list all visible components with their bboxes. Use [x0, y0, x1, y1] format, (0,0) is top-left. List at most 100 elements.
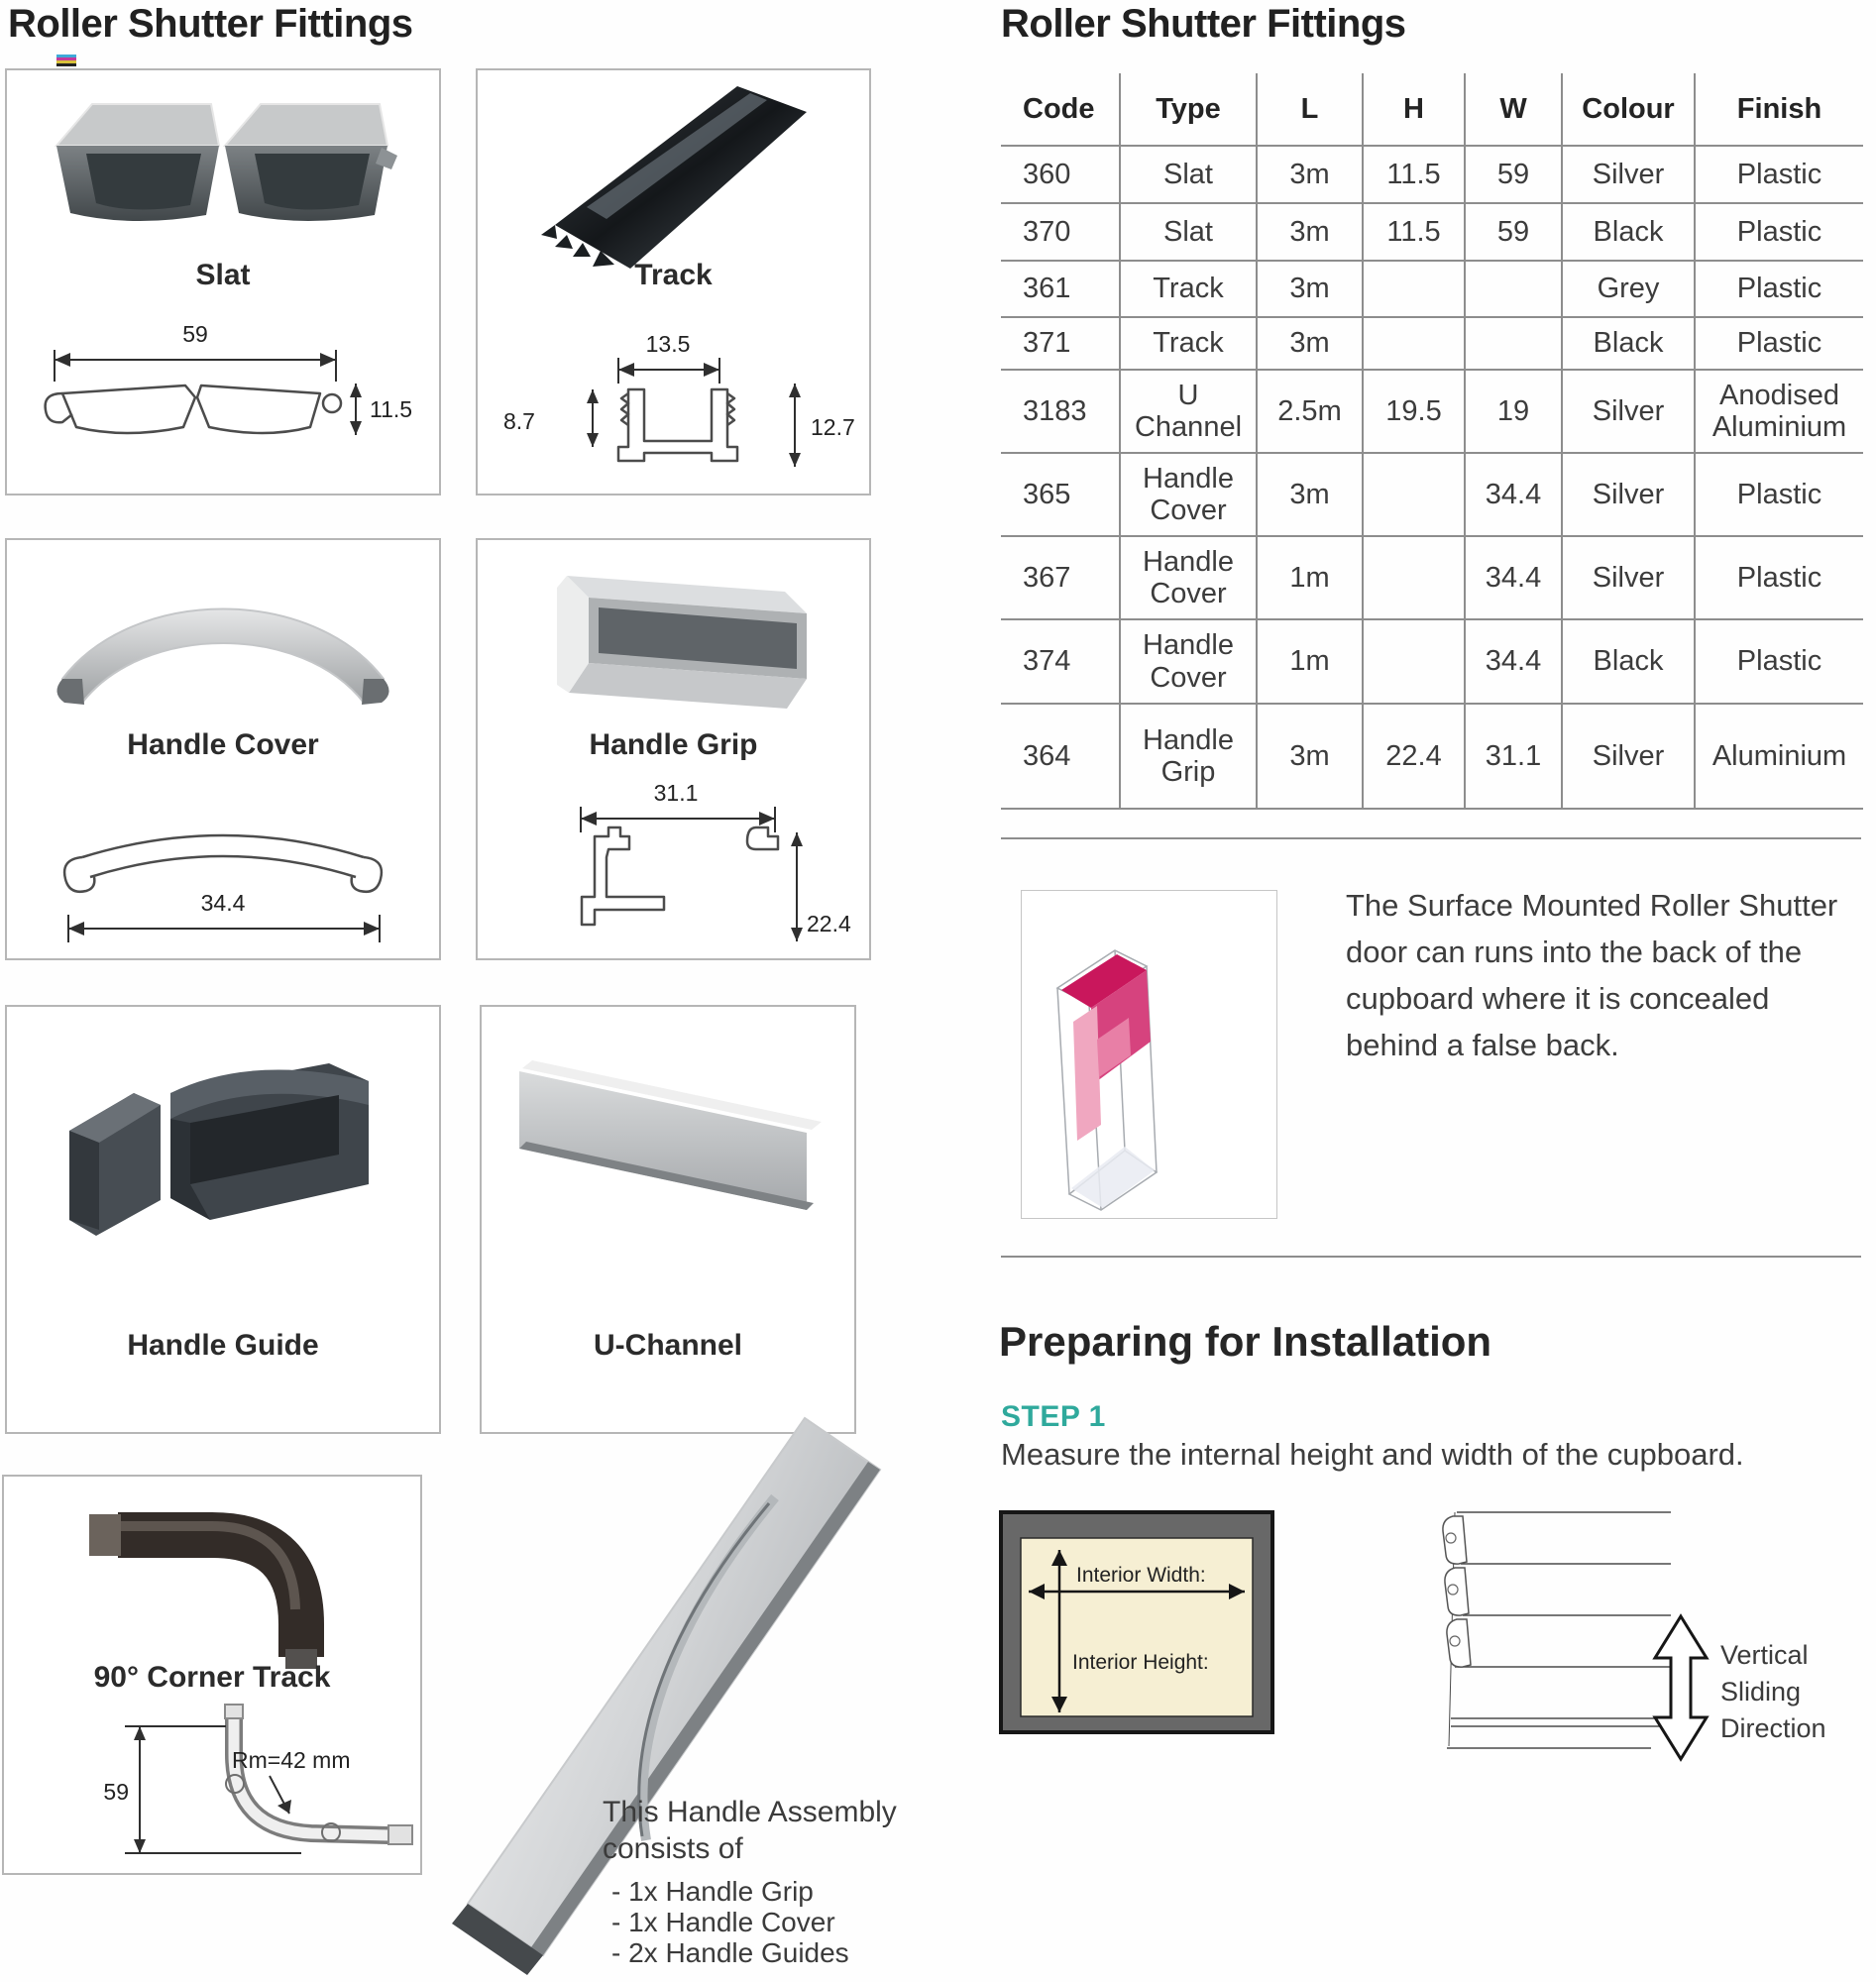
cell-l: 3m	[1256, 146, 1363, 203]
header-finish: Finish	[1694, 73, 1863, 146]
cell-l: 3m	[1256, 261, 1363, 317]
cell-finish: Anodised Aluminium	[1694, 370, 1863, 453]
table-header-row: Code Type L H W Colour Finish	[1001, 73, 1863, 146]
cell-finish: Plastic	[1694, 261, 1863, 317]
svg-text:59: 59	[103, 1779, 129, 1805]
cell-h	[1362, 619, 1465, 704]
cell-finish: Plastic	[1694, 317, 1863, 370]
cell-w: 19	[1464, 370, 1562, 453]
surface-mount-figure	[1021, 890, 1277, 1219]
step-label: STEP 1	[1001, 1400, 1106, 1433]
fittings-table: Code Type L H W Colour Finish 360 Slat 3…	[1001, 73, 1863, 810]
step-text: Measure the internal height and width of…	[1001, 1437, 1744, 1472]
handle-grip-panel: Handle Grip 31.1 22.4	[476, 538, 871, 960]
cell-colour: Silver	[1561, 704, 1695, 809]
header-h: H	[1362, 73, 1465, 146]
installation-heading: Preparing for Installation	[999, 1318, 1492, 1365]
handle-guide-panel: Handle Guide	[5, 1005, 441, 1434]
u-channel-panel: U-Channel	[480, 1005, 856, 1434]
cell-colour: Silver	[1561, 536, 1695, 619]
cell-colour: Silver	[1561, 370, 1695, 453]
handle-grip-diagram: 31.1 22.4	[580, 781, 851, 941]
cell-type: Track	[1119, 317, 1257, 370]
corner-track-label: 90° Corner Track	[93, 1661, 331, 1694]
svg-text:12.7: 12.7	[811, 414, 855, 440]
cell-colour: Silver	[1561, 453, 1695, 536]
cell-h	[1362, 261, 1465, 317]
svg-text:Rm=42 mm: Rm=42 mm	[232, 1747, 351, 1773]
cell-finish: Plastic	[1694, 453, 1863, 536]
cell-h: 19.5	[1362, 370, 1465, 453]
cell-h: 11.5	[1362, 146, 1465, 203]
fittings-table-wrap: Code Type L H W Colour Finish 360 Slat 3…	[1001, 73, 1863, 810]
cell-w: 59	[1464, 203, 1562, 261]
sliding-direction-label: Vertical Sliding Direction	[1720, 1640, 1826, 1743]
table-row: 365 Handle Cover 3m 34.4 Silver Plastic	[1001, 453, 1863, 536]
cell-code: 367	[1023, 561, 1071, 594]
corner-track-photo	[89, 1512, 324, 1669]
cell-l: 1m	[1256, 619, 1363, 704]
handle-cover-diagram: 34.4	[62, 833, 384, 942]
interior-measure-diagram: Interior Width: Interior Height:	[999, 1510, 1274, 1734]
slat-panel: Slat 59 11.5	[5, 68, 441, 496]
cell-type: Slat	[1119, 146, 1257, 203]
assembly-caption-line1: This Handle Assembly	[603, 1796, 897, 1828]
assembly-items: - 1x Handle Grip - 1x Handle Cover - 2x …	[611, 1876, 849, 1968]
cell-code: 371	[1023, 327, 1071, 360]
cell-code: 361	[1023, 273, 1071, 305]
assembly-item: - 1x Handle Grip	[611, 1876, 814, 1907]
cell-finish: Aluminium	[1694, 704, 1863, 809]
slat-diagram: 59 11.5	[44, 321, 412, 435]
table-row: 364 Handle Grip 3m 22.4 31.1 Silver Alum…	[1001, 704, 1863, 809]
assembly-item: - 2x Handle Guides	[611, 1937, 849, 1968]
assembly-item: - 1x Handle Cover	[611, 1907, 835, 1937]
cell-finish: Plastic	[1694, 203, 1863, 261]
cell-l: 3m	[1256, 453, 1363, 536]
u-channel-label: U-Channel	[594, 1329, 742, 1362]
svg-text:34.4: 34.4	[201, 890, 246, 916]
handle-grip-label: Handle Grip	[589, 728, 758, 761]
surface-mount-note: The Surface Mounted Roller Shutter door …	[1346, 888, 1838, 1062]
corner-track-panel: 90° Corner Track 59 Rm=42 mm	[2, 1475, 422, 1875]
interior-height-label: Interior Height:	[1072, 1651, 1209, 1674]
track-label: Track	[634, 259, 713, 291]
cell-w	[1464, 261, 1562, 317]
cell-h: 11.5	[1362, 203, 1465, 261]
cell-type: Track	[1119, 261, 1257, 317]
table-row: 371 Track 3m Black Plastic	[1001, 317, 1863, 370]
assembly-caption-line2: consists of	[603, 1832, 743, 1865]
slat-photo	[54, 103, 397, 222]
cell-l: 3m	[1256, 203, 1363, 261]
cell-w: 31.1	[1464, 704, 1562, 809]
cell-w: 59	[1464, 146, 1562, 203]
header-code: Code	[1023, 92, 1095, 125]
slat-stack-diagram	[1442, 1511, 1671, 1749]
cell-code: 365	[1023, 478, 1071, 510]
slat-label: Slat	[195, 259, 251, 291]
cell-type: Slat	[1119, 203, 1257, 261]
corner-track-diagram: 59 Rm=42 mm	[103, 1704, 413, 1854]
cell-finish: Plastic	[1694, 619, 1863, 704]
cell-type: Handle Cover	[1119, 453, 1257, 536]
handle-guide-photo	[69, 1063, 369, 1236]
cell-type: Handle Grip	[1119, 704, 1257, 809]
cell-type: Handle Cover	[1119, 619, 1257, 704]
cell-code: 3183	[1023, 394, 1087, 427]
header-colour: Colour	[1561, 73, 1695, 146]
table-row: 361 Track 3m Grey Plastic	[1001, 261, 1863, 317]
cell-l: 3m	[1256, 317, 1363, 370]
cell-colour: Black	[1561, 619, 1695, 704]
right-page-title: Roller Shutter Fittings	[1001, 2, 1406, 46]
cell-finish: Plastic	[1694, 536, 1863, 619]
cell-colour: Black	[1561, 317, 1695, 370]
cell-colour: Black	[1561, 203, 1695, 261]
header-w: W	[1464, 73, 1562, 146]
cell-code: 364	[1023, 739, 1071, 772]
svg-text:13.5: 13.5	[646, 331, 691, 357]
table-row: 370 Slat 3m 11.5 59 Black Plastic	[1001, 203, 1863, 261]
svg-text:11.5: 11.5	[370, 396, 412, 422]
section-divider	[1001, 1256, 1861, 1258]
cell-w	[1464, 317, 1562, 370]
table-row: 367 Handle Cover 1m 34.4 Silver Plastic	[1001, 536, 1863, 619]
handle-grip-photo	[557, 576, 807, 709]
